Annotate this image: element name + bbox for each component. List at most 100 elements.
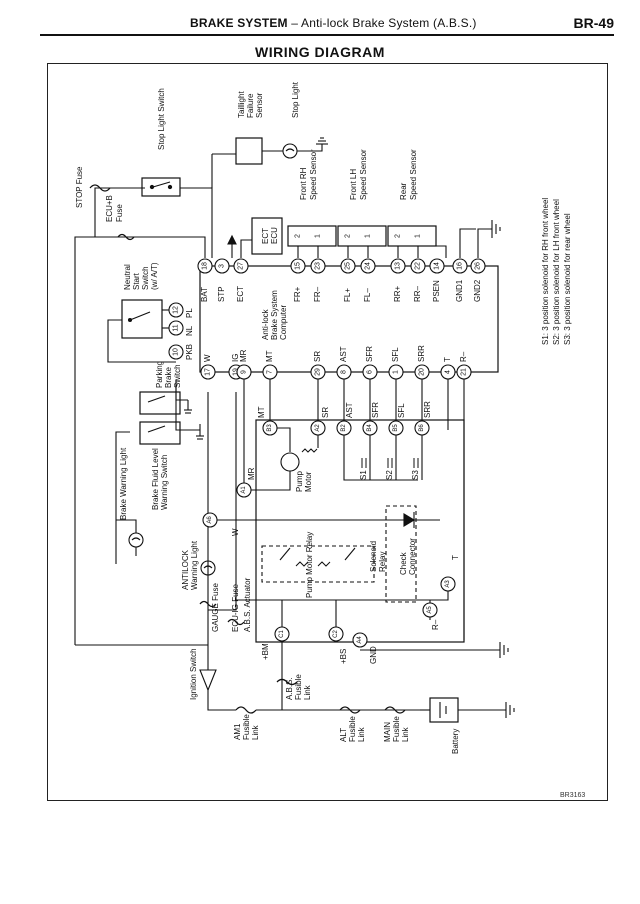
label-antilock-2: Warning Light [190,540,199,590]
ecu-pin-number: 7 [266,370,274,374]
sensor-pin-label: 1 [414,234,422,238]
label-sr: SR [321,406,330,418]
ecu-top-pins [197,258,486,274]
ecu-pin-name: GND1 [455,279,464,302]
ecu-pin-number: 26 [474,262,482,270]
ecu-pin-number: 1 [392,370,400,374]
main-fusible-link-icon [384,706,406,714]
label-pump-motor-2: Motor [304,471,313,492]
label-battery: Battery [451,728,460,754]
label-r-minus: R– [431,619,440,630]
ecu-pin-number: 25 [344,262,352,270]
ecu-pin-number: 27 [237,262,245,270]
diagram-frame [47,63,608,801]
ecu-pin-name: NL [185,325,194,336]
label-front-lh-2: Speed Sensor [359,149,368,200]
header-title-rest: – Anti-lock Brake System (A.B.S.) [287,16,477,30]
label-am1-3: Link [251,725,260,740]
ecu-pin-name: FR+ [293,286,302,302]
label-abs-actuator: A.B.S. Actuator [243,577,252,632]
ecu-pin-name: PSEN [432,280,441,302]
label-abs-computer-2: Brake System [270,290,279,340]
actuator-pin-label: B6 [419,424,425,432]
ecu-pin-number: 9 [240,370,248,374]
ecu-pin-number: 17 [204,368,212,376]
ecu-pin-name: SFR [365,346,374,362]
label-bm: +BM [261,643,270,660]
label-front-lh-1: Front LH [349,168,358,200]
label-brake-fluid-1: Brake Fluid Level [151,448,160,510]
label-neutral-3: Switch [141,266,150,290]
label-rear-1: Rear [399,182,408,200]
label-ecu-b-fuse-2: Fuse [115,204,124,222]
ecu-pin-name: MT [265,350,274,362]
speed-sensors [287,220,501,258]
label-main-2: Fusible [392,716,401,742]
actuator-internals [210,372,509,658]
antilock-warning-light-icon [200,560,216,576]
actuator-pin-label: A4 [357,636,363,644]
ecu-pin-number: 13 [394,262,402,270]
label-main-1: MAIN [383,722,392,742]
label-t: T [451,555,460,560]
label-w: W [231,528,240,536]
label-s1: S1 [359,470,368,480]
ecu-bottom-pins [168,302,472,380]
actuator-pin-label: A6 [207,516,213,524]
ecu-pin-number: 19 [232,368,240,376]
ecu-pin-number: 3 [218,264,226,268]
label-ignition-switch: Ignition Switch [189,648,198,700]
label-stop-light-switch: Stop Light Switch [157,88,166,150]
sensor-pin-label: 2 [344,234,352,238]
label-mr: MR [247,467,256,480]
ecu-pin-name: SFL [391,347,400,362]
stop-light-switch-box [141,177,181,197]
label-check-connector-1: Check [399,552,408,575]
label-sfr: SFR [371,402,380,418]
ecu-b-fuse-icon [117,233,135,241]
ecu-pin-number: 8 [340,370,348,374]
ecu-pin-number: 24 [364,262,372,270]
sensor-pin-label: 1 [364,234,372,238]
label-s2: S2 [385,470,394,480]
label-bs: +BS [339,648,348,664]
actuator-pin-label: A5 [427,606,433,614]
label-sfl: SFL [397,403,406,418]
label-parking-2: Brake [164,367,173,388]
label-am1-1: AM1 [233,723,242,740]
ecu-pin-name: AST [339,346,348,362]
ecu-pin-name: PKB [185,343,194,360]
ecu-pin-number: 16 [456,262,464,270]
label-taillight-2: Failure [246,93,255,118]
ect-ecu-box [251,217,283,255]
label-neutral-4: (w/ A/T) [150,262,159,290]
ecu-pin-name: RR+ [393,285,402,302]
label-abs-computer-1: Anti-lock [261,309,270,340]
label-stop-fuse: STOP Fuse [75,166,84,209]
label-abs-computer-3: Computer [279,304,288,340]
actuator-pin-label: A3 [445,580,451,588]
label-stop-light: Stop Light [291,81,300,118]
header-title: BRAKE SYSTEM – Anti-lock Brake System (A… [190,16,477,30]
ecu-pin-number: 21 [460,368,468,376]
alt-fusible-link-icon [339,706,361,714]
legend-line: S3: 3 position solenoid for rear wheel [563,213,572,345]
ecu-pin-name: R– [459,351,468,362]
ecu-pin-number: 14 [433,262,441,270]
ecu-pin-number: 11 [172,324,180,332]
ecu-pin-name: W [203,354,212,362]
actuator-pin-label: C1 [279,630,285,638]
upper-wiring [74,137,328,645]
actuator-pin-label: A2 [315,424,321,432]
label-ecu-b-fuse-1: ECU+B [105,195,114,222]
label-srr: SRR [423,401,432,418]
label-front-rh-1: Front RH [299,167,308,200]
ecu-pin-name: SRR [417,345,426,362]
label-ect-ecu-1: ECT [261,228,270,244]
neutral-parking-wiring [107,299,204,564]
ecu-pin-name: GND2 [473,279,482,302]
diagram-title: WIRING DIAGRAM [255,44,385,60]
ecu-pin-number: 22 [414,262,422,270]
sensor-pin-label: 2 [394,234,402,238]
